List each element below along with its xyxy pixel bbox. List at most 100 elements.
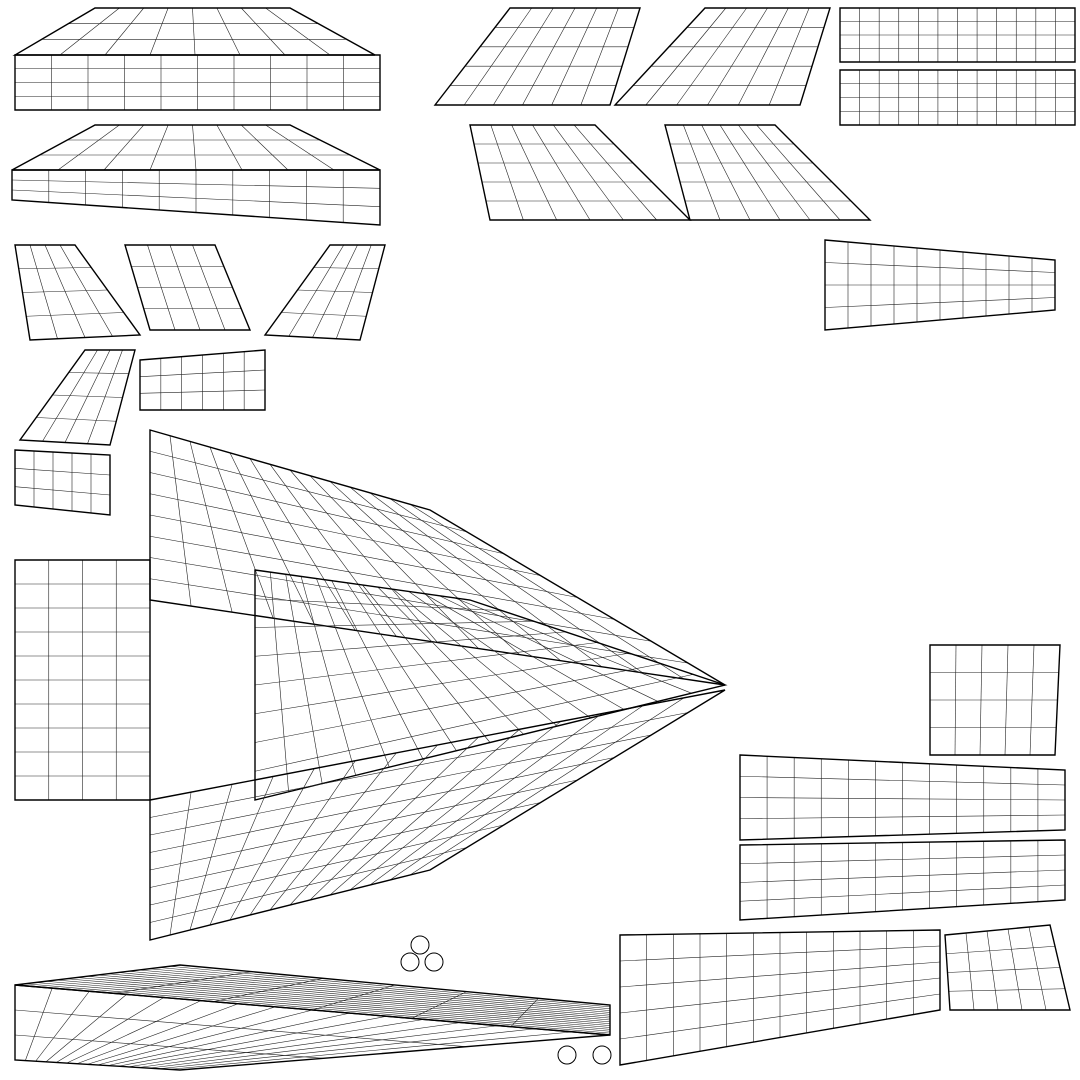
mesh-edge [107, 1012, 350, 1066]
island-outline [839, 7, 1076, 63]
island-outline [14, 984, 611, 1071]
uv-island-fin-mid-1 [469, 124, 692, 221]
mesh-edge [192, 124, 197, 171]
mesh-edge [192, 7, 196, 56]
mesh-edge [254, 598, 502, 611]
mesh-edge [149, 535, 615, 620]
mesh-edge [66, 1000, 202, 1064]
mesh-edge [573, 124, 657, 221]
mesh-edge [265, 124, 335, 171]
mesh-edge [216, 7, 241, 56]
mesh-edge [26, 312, 124, 317]
uv-island-canopy-right [929, 644, 1061, 756]
uv-island-panel-right-2 [739, 839, 1066, 921]
mesh-edge [254, 663, 662, 743]
mesh-edge [149, 734, 652, 836]
mesh-edge [56, 997, 164, 1063]
uv-island-stab-left-1 [14, 244, 142, 341]
mesh-edge [254, 652, 630, 715]
mesh-edge [510, 998, 539, 1027]
mesh-edge [149, 557, 652, 642]
uv-island-panel-right-1 [739, 754, 1066, 841]
mesh-edge [138, 1022, 462, 1068]
mesh-edge [619, 961, 941, 988]
mesh-edge [139, 389, 266, 394]
mesh-edge [139, 369, 266, 377]
mesh-edge [738, 7, 789, 106]
mesh-edge [76, 1003, 239, 1065]
uv-island-fin-mid-2 [664, 124, 872, 221]
uv-island-fin-top-1 [433, 7, 641, 106]
island-outline [839, 69, 1076, 126]
uv-island-stab-left-3 [263, 244, 386, 341]
mesh-edge [701, 124, 751, 221]
island-outline [14, 244, 142, 341]
wheel-uv-island [424, 952, 444, 972]
mesh-edge [683, 124, 721, 221]
mesh-edge [265, 7, 331, 56]
mesh-edge [739, 884, 1066, 902]
island-outline [469, 124, 692, 221]
mesh-edge [739, 797, 1066, 801]
mesh-edge [149, 1025, 499, 1069]
mesh-edge [493, 7, 554, 106]
mesh-edge [68, 372, 129, 375]
mesh-edge [756, 124, 841, 221]
uv-island-nacelle-right-1 [824, 239, 1056, 331]
uv-island-fuselage-bottom-2 [14, 984, 611, 1071]
mesh-edge [532, 124, 591, 221]
island-outline [739, 839, 1066, 921]
mesh-edge [297, 289, 373, 293]
island-outline [14, 449, 111, 516]
mesh-edge [254, 674, 694, 772]
mesh-edge [149, 847, 467, 923]
island-outline [124, 244, 252, 331]
mesh-edge [11, 189, 381, 207]
mesh-edge [241, 124, 289, 171]
mesh-edge [739, 814, 1066, 820]
mesh-edge [149, 7, 169, 56]
island-outline [139, 349, 266, 411]
mesh-edge [14, 1034, 324, 1059]
wheel-uv-island [557, 1045, 577, 1065]
mesh-edge [411, 991, 467, 1019]
mesh-edge [619, 977, 941, 1014]
mesh-edge [719, 124, 781, 221]
mesh-edge [676, 7, 747, 106]
uv-island-wing-upper-left [14, 54, 381, 111]
wheel-uv-island [400, 952, 420, 972]
mesh-edge [14, 1009, 467, 1047]
mesh-edge [149, 493, 541, 576]
uv-island-fuselage-top-center [254, 569, 728, 801]
mesh-edge [149, 514, 578, 598]
mesh-edge [254, 631, 566, 657]
mesh-edge [738, 124, 811, 221]
mesh-edge [103, 124, 144, 171]
mesh-edge [114, 971, 252, 994]
mesh-edge [149, 124, 169, 171]
mesh-edge [511, 124, 557, 221]
mesh-edge [707, 7, 768, 106]
uv-island-fin-top-2 [613, 7, 831, 106]
mesh-edge [159, 1028, 536, 1070]
island-outline [263, 244, 386, 341]
mesh-edge [11, 179, 381, 189]
mesh-edge [149, 757, 615, 853]
mesh-edge [824, 262, 1056, 273]
mesh-edge [14, 486, 111, 496]
mesh-edge [241, 7, 286, 56]
mesh-edge [619, 993, 941, 1040]
mesh-edge [946, 945, 1056, 955]
mesh-edge [281, 312, 367, 317]
uv-island-strip-top-right-1 [839, 7, 1076, 63]
island-outline [619, 929, 941, 1066]
uv-island-stab-left-4 [18, 349, 136, 446]
island-outline [613, 7, 831, 106]
island-outline [18, 349, 136, 446]
mesh-edge [580, 7, 619, 106]
mesh-edge [490, 124, 524, 221]
island-outline [433, 7, 641, 106]
mesh-edge [149, 578, 689, 664]
mesh-edge [149, 450, 467, 533]
